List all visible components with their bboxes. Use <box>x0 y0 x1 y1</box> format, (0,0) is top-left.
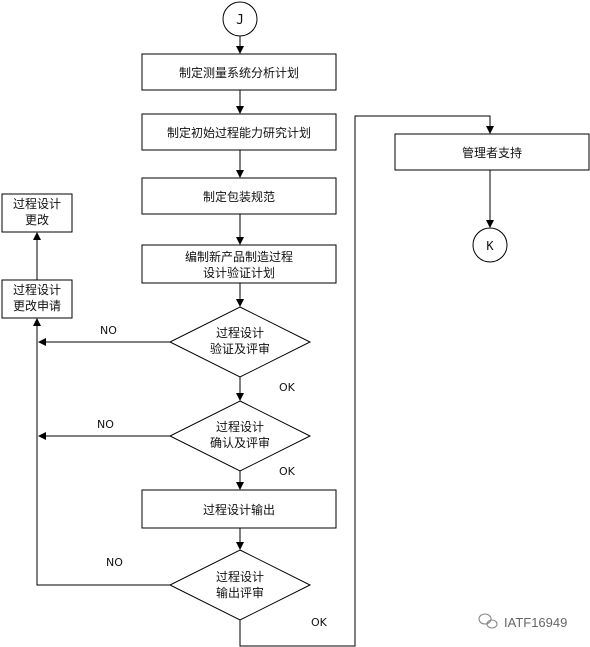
arrow-output-review-no <box>33 318 170 586</box>
step-management-support <box>394 133 590 171</box>
no-label-confirm: NO <box>97 418 114 431</box>
decision-output-review <box>168 549 312 621</box>
step-design-change-line1: 过程设计 <box>13 196 61 211</box>
step-design-output <box>141 489 337 529</box>
step-change-request-line2: 更改申请 <box>13 299 61 313</box>
connector-start-label: J <box>236 13 244 28</box>
decision-verify-line1: 过程设计 <box>216 325 264 340</box>
ok-label-output-review: OK <box>311 616 328 629</box>
step-design-change-line2: 更改 <box>25 213 49 227</box>
step-validation-plan-line2: 设计验证计划 <box>203 265 275 280</box>
ok-label-verify: OK <box>279 381 296 394</box>
ok-label-confirm: OK <box>279 465 296 478</box>
decision-confirm-line2: 确认及评审 <box>210 435 270 450</box>
arrow-review-ok-to-support <box>239 115 494 647</box>
step-plan-capability-label: 制定初始过程能力研究计划 <box>167 125 311 140</box>
step-design-change <box>1 193 73 233</box>
decision-output-review-line1: 过程设计 <box>216 569 264 584</box>
decision-output-review-line2: 输出评审 <box>216 585 264 600</box>
watermark-text: IATF16949 <box>504 615 567 630</box>
connector-end <box>472 227 508 263</box>
step-change-request-line1: 过程设计 <box>13 282 61 297</box>
step-change-request <box>1 279 73 319</box>
step-plan-msa <box>141 53 337 91</box>
connector-end-label: K <box>486 239 494 253</box>
no-label-output-review: NO <box>106 556 123 569</box>
step-packaging <box>141 177 337 215</box>
no-label-verify: NO <box>100 324 117 337</box>
wechat-icon <box>478 613 498 629</box>
step-design-output-label: 过程设计输出 <box>203 502 275 517</box>
step-management-support-label: 管理者支持 <box>462 145 522 160</box>
watermark: IATF16949 <box>478 613 567 630</box>
step-plan-msa-label: 制定测量系统分析计划 <box>179 65 299 80</box>
decision-verify-line2: 验证及评审 <box>210 341 270 356</box>
step-plan-capability <box>141 113 337 151</box>
step-packaging-label: 制定包装规范 <box>203 189 275 204</box>
step-validation-plan-line1: 编制新产品制造过程 <box>185 249 293 264</box>
decision-confirm-line1: 过程设计 <box>216 419 264 434</box>
step-validation-plan <box>141 244 337 284</box>
